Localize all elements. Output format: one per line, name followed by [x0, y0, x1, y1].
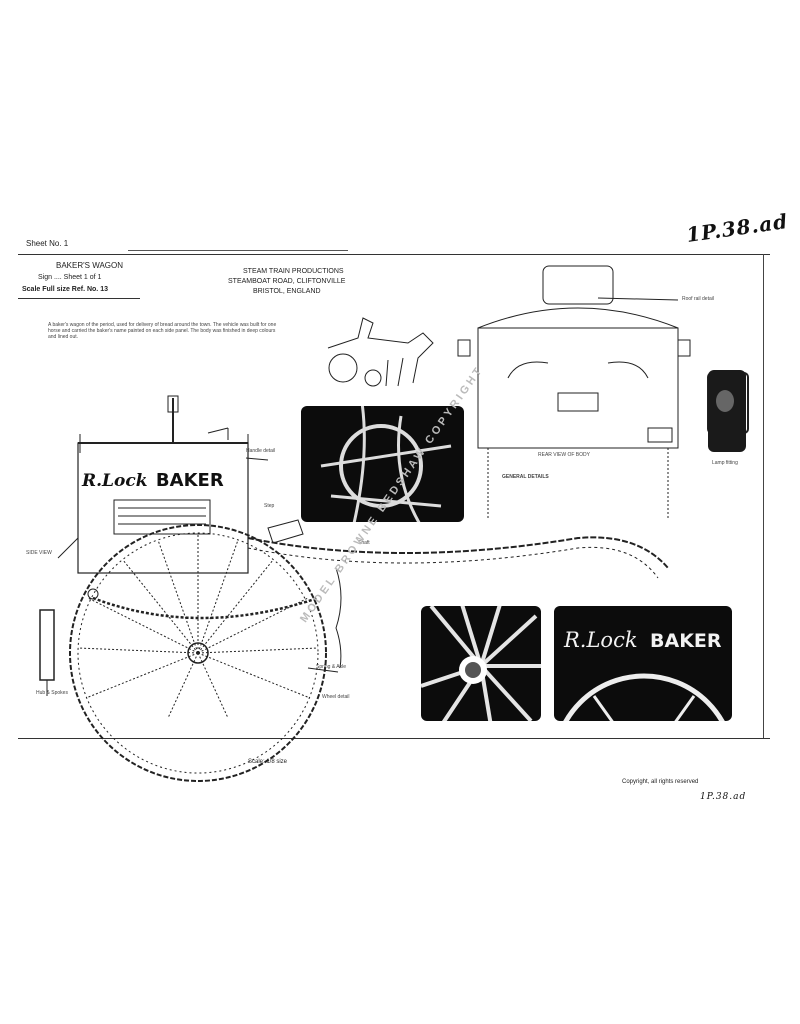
- publisher-line3: BRISTOL, ENGLAND: [253, 288, 321, 295]
- side-signage: R.Lock BAKER: [82, 470, 242, 491]
- photo-lamp: [708, 370, 746, 452]
- drawing-sheet: 1P.38.ad Sheet No. 1 BAKER'S WAGON Sign …: [18, 209, 790, 802]
- label-wheel: Wheel detail: [322, 694, 350, 700]
- publisher-line2: STEAMBOAT ROAD, CLIFTONVILLE: [228, 278, 346, 285]
- photo-wheel-closeup: [301, 406, 464, 522]
- label-general: GENERAL DETAILS: [502, 474, 549, 480]
- signage-script: R.Lock: [82, 471, 148, 491]
- rear-body-drawing: [457, 265, 691, 518]
- notes-paragraph: A baker's wagon of the period, used for …: [48, 322, 277, 340]
- bottom-scale: Scale: 1/8 size: [248, 759, 288, 765]
- label-spring: Spring & Axle: [316, 664, 347, 670]
- photo-sign-script: R.Lock: [564, 628, 638, 652]
- label-side-view: SIDE VIEW: [26, 550, 52, 556]
- horse-cart-sketch: [327, 317, 434, 387]
- wagon-wheel: [69, 524, 327, 782]
- copyright-line: Copyright, all rights reserved: [622, 779, 699, 785]
- title-sign: Sign .... Sheet 1 of 1: [38, 274, 102, 281]
- label-rear-view: REAR VIEW OF BODY: [538, 452, 590, 458]
- label-step: Step: [264, 503, 275, 509]
- signage-bold: BAKER: [155, 470, 224, 491]
- label-roof: Roof rail detail: [682, 296, 714, 302]
- label-shaft: Shaft: [358, 540, 370, 546]
- photo-sign: R.Lock BAKER: [554, 606, 732, 721]
- label-handle: Handle detail: [246, 448, 276, 454]
- label-hub: Hub & Spokes: [36, 690, 68, 696]
- title-wagon: BAKER'S WAGON: [56, 261, 124, 270]
- title-scale: Scale Full size Ref. No. 13: [22, 286, 108, 293]
- publisher-line1: STEAM TRAIN PRODUCTIONS: [243, 268, 344, 275]
- handwritten-bottom: 1P.38.ad: [700, 792, 747, 802]
- label-lamp: Lamp fitting: [712, 460, 738, 466]
- title-sheet-no: Sheet No. 1: [26, 239, 69, 248]
- photo-hub: [421, 606, 541, 721]
- photo-sign-bold: BAKER: [650, 630, 722, 652]
